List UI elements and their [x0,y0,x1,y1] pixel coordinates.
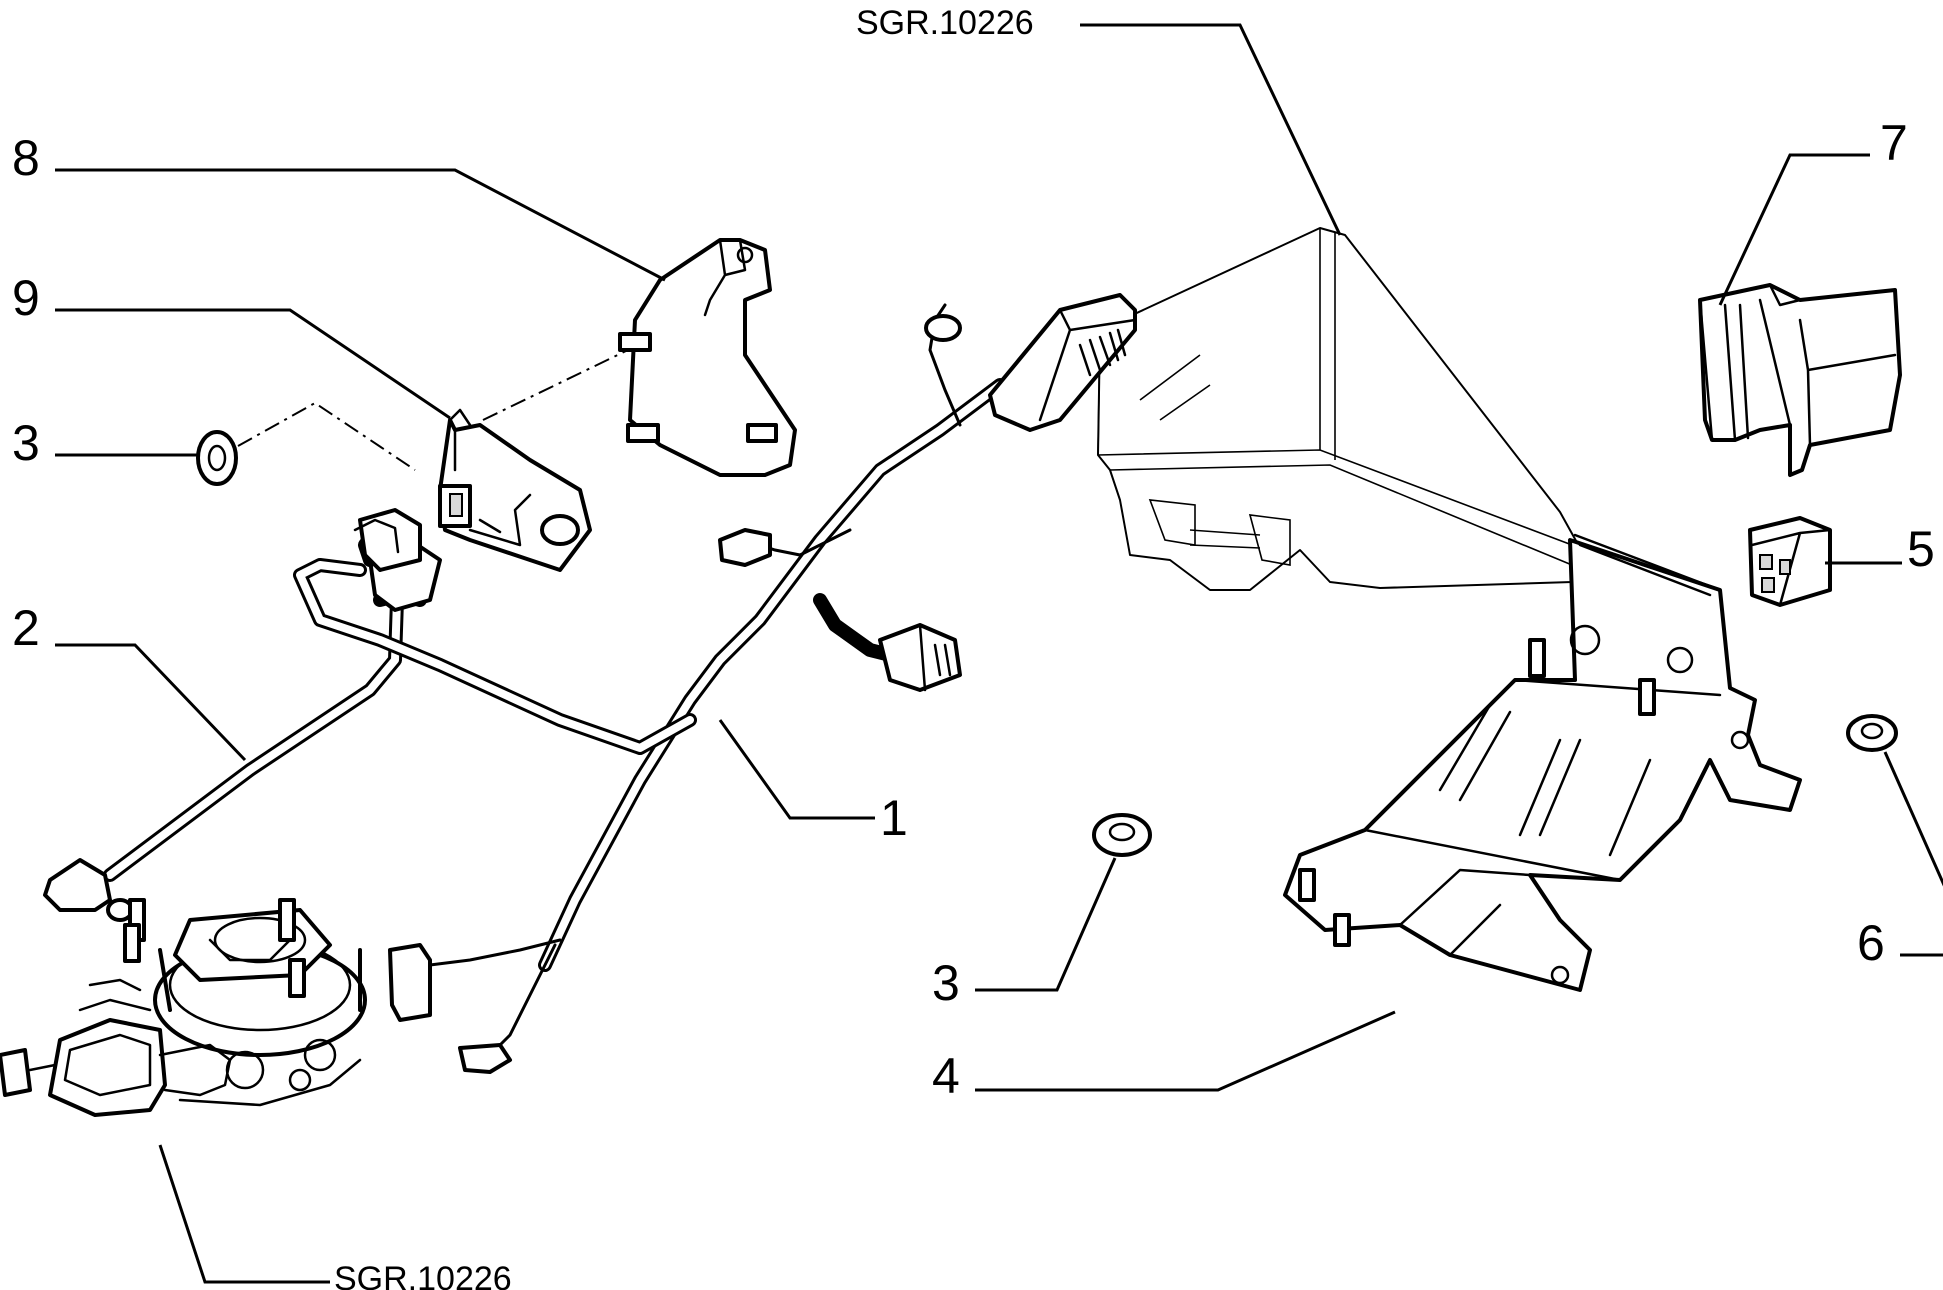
leader-4 [975,1010,1396,1092]
leader-8 [55,168,666,282]
leader-1 [718,719,875,820]
leader-ref-top [1080,23,1342,236]
nut-part-3-center [1092,813,1152,857]
callout-5: 5 [1907,521,1935,577]
sensor-part-9 [438,408,592,572]
throttle-body-assembly [0,898,367,1117]
callout-8: 8 [12,130,40,186]
leader-lines [55,23,1943,1284]
assembly-line-upper [482,349,629,421]
leader-6 [1883,751,1943,957]
nut-part-3-left [196,430,238,486]
callout-4: 4 [932,1048,960,1104]
leader-2 [55,643,247,762]
leader-ref-bottom [158,1144,330,1284]
vacuum-hose-part-2 [43,538,442,922]
callout-3-center: 3 [932,955,960,1011]
mounting-plate-part-8 [618,238,797,477]
callout-6: 6 [1857,915,1885,971]
leader-7 [1718,153,1870,306]
callout-9: 9 [12,270,40,326]
relay-part-5 [1748,516,1832,607]
callout-7: 7 [1880,115,1908,171]
callout-2: 2 [12,600,40,656]
cover-part-7 [1698,283,1902,477]
bracket-part-4 [1283,533,1802,992]
leader-3-center [975,857,1117,992]
assembly-line-lower [237,401,416,471]
callout-ref-bottom: SGR.10226 [334,1260,512,1290]
wiring-harness-part-1 [293,293,1137,1074]
nut-part-6 [1846,714,1898,752]
callout-1: 1 [880,790,908,846]
callout-ref-top: SGR.10226 [856,4,1034,42]
ecu-unit-ghost [1097,227,1581,591]
leader-9 [55,308,451,420]
callout-3-left: 3 [12,415,40,471]
